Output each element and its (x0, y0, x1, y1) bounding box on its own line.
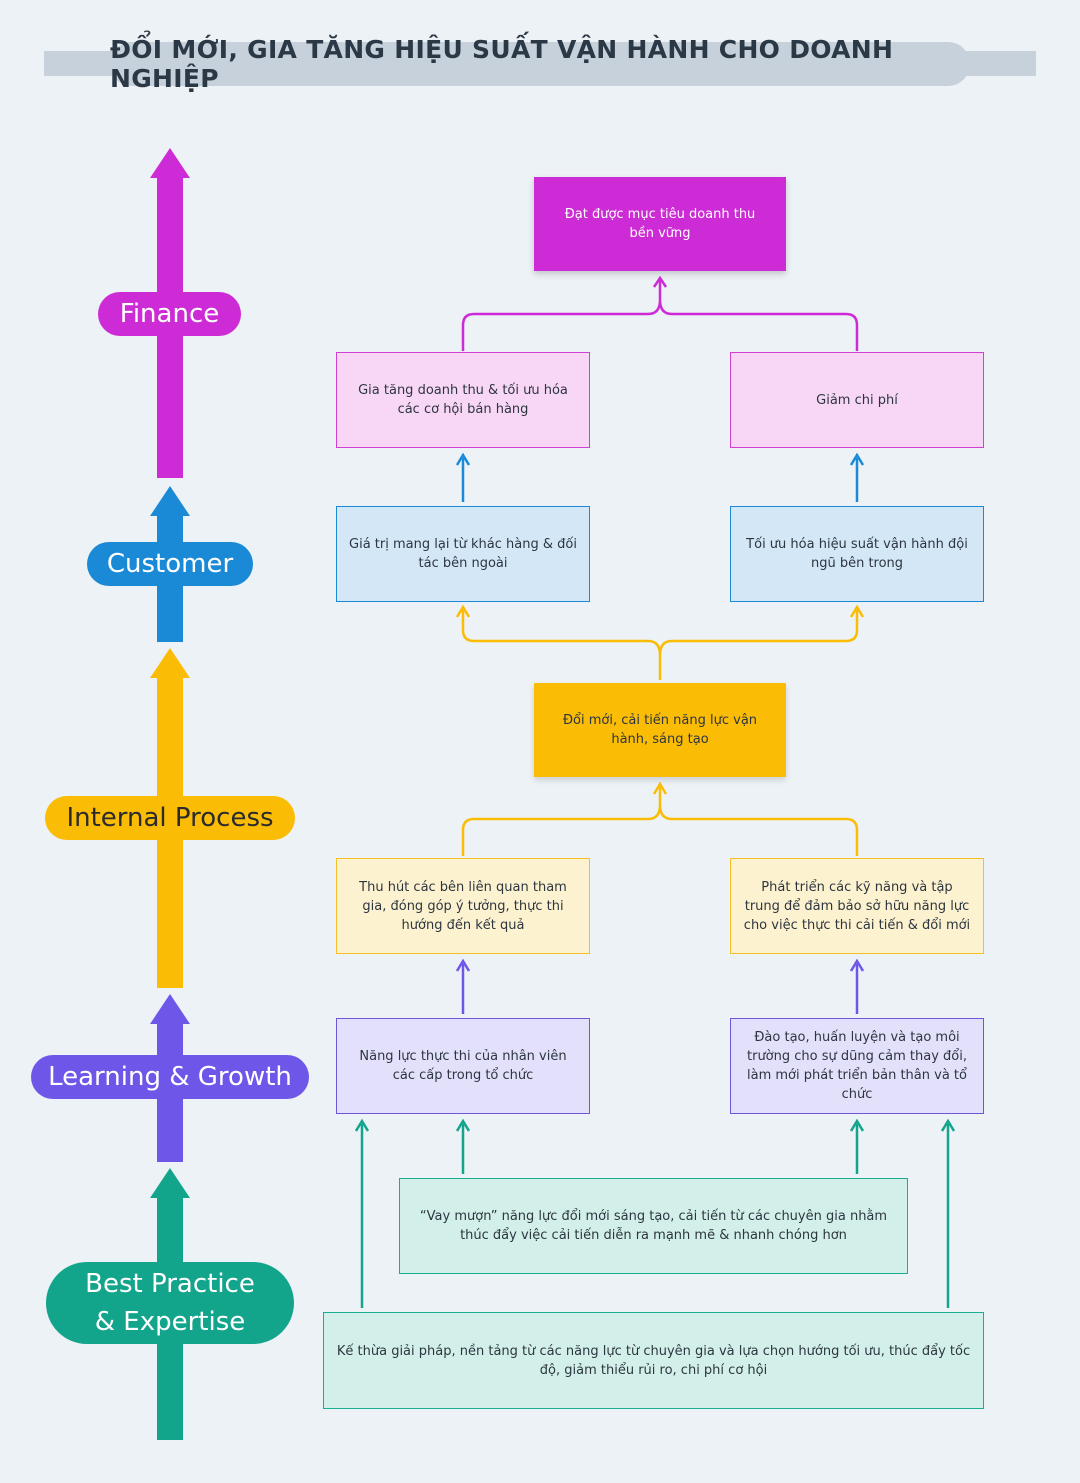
finance-label: Finance (98, 292, 241, 336)
internal-skills-box: Phát triển các kỹ năng và tập trung để đ… (730, 858, 984, 954)
best-practice-label-line2: & Expertise (94, 1307, 246, 1337)
internal-split-connector (461, 610, 859, 656)
customer-label: Customer (87, 542, 253, 586)
finance-goal-box: Đạt được mục tiêu doanh thu bền vững (534, 177, 786, 271)
internal-innovation-box: Đổi mới, cải tiến năng lực vận hành, sán… (534, 683, 786, 777)
learning-growth-label: Learning & Growth (31, 1055, 309, 1099)
internal-merge-connector (461, 804, 859, 856)
learning-capability-box: Năng lực thực thi của nhân viên các cấp … (336, 1018, 590, 1114)
finance-merge-connector (461, 299, 859, 351)
best-borrow-box: “Vay mượn” năng lực đổi mới sáng tạo, cả… (399, 1178, 908, 1274)
internal-merge-arrowhead (652, 781, 668, 795)
finance-merge-arrowhead (652, 275, 668, 288)
internal-stakeholders-box: Thu hút các bên liên quan tham gia, đóng… (336, 858, 590, 954)
finance-cost-box: Giảm chi phí (730, 352, 984, 448)
best-inherit-box: Kế thừa giải pháp, nền tảng từ các năng … (323, 1312, 984, 1409)
internal-right-arrowhead (849, 604, 865, 618)
internal-process-label: Internal Process (45, 796, 295, 840)
customer-internal-box: Tối ưu hóa hiệu suất vận hành đội ngũ bê… (730, 506, 984, 602)
best-practice-label-line1: Best Practice (85, 1269, 255, 1299)
best-practice-label: Best Practice & Expertise (46, 1262, 294, 1344)
learning-training-box: Đào tạo, huấn luyện và tạo môi trường ch… (730, 1018, 984, 1114)
finance-revenue-box: Gia tăng doanh thu & tối ưu hóa các cơ h… (336, 352, 590, 448)
internal-left-arrowhead (455, 604, 471, 618)
customer-value-box: Giá trị mang lại từ khác hàng & đối tác … (336, 506, 590, 602)
